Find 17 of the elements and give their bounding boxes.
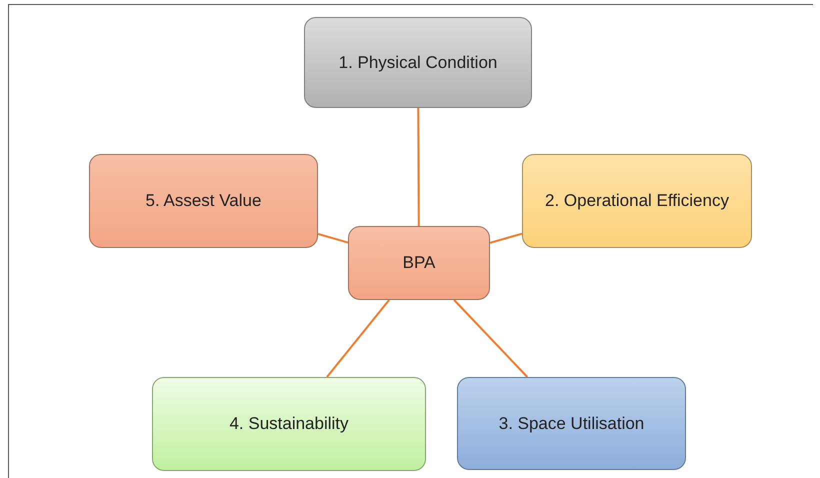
rounded-box [304, 17, 532, 108]
connector-line [326, 299, 390, 378]
box-label: BPA [402, 252, 436, 274]
rounded-box [152, 377, 426, 471]
box-label: 2. Operational Efficiency [545, 190, 729, 212]
box-label: 3. Space Utilisation [498, 412, 644, 434]
rounded-box [522, 154, 752, 248]
connector-line [490, 232, 522, 244]
box-label: 5. Assest Value [146, 190, 262, 212]
rounded-box [89, 154, 318, 248]
rounded-box [348, 226, 490, 300]
connector-line [453, 299, 528, 378]
connector-line [417, 108, 420, 226]
box-label: 4. Sustainability [229, 413, 349, 435]
connector-line [318, 232, 348, 244]
rounded-box [457, 377, 686, 470]
box-label: 1. Physical Condition [338, 52, 498, 74]
